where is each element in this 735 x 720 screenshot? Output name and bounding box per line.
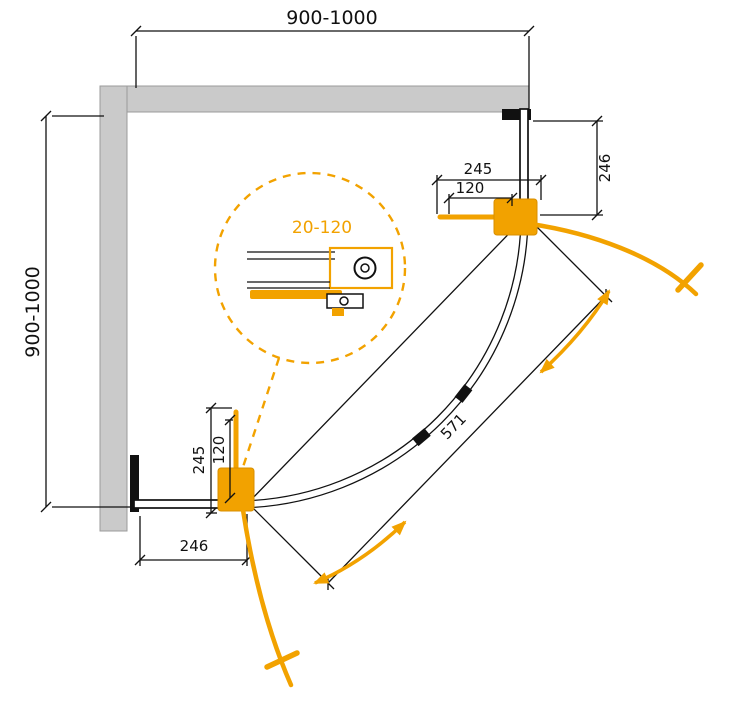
door-roller-clip [454, 384, 473, 403]
dim-line [327, 295, 607, 584]
roller-mechanism-detail [247, 246, 394, 316]
dim-tick [40, 501, 52, 513]
door-swing-paths [240, 221, 704, 688]
double-arrow-lower [313, 520, 407, 585]
dim-top-right: 245 120 [431, 160, 547, 214]
dim-top-width: 900-1000 [130, 7, 535, 110]
wall-top [105, 85, 530, 113]
dim-tick [224, 492, 236, 504]
clamp-screw [339, 296, 349, 306]
top-right-fixed-panel [519, 108, 529, 206]
bottom-left-fixed-panel [133, 499, 222, 509]
dim-label-door-opening: 571 [437, 410, 470, 443]
slide-direction-arrows [313, 289, 611, 585]
dim-door-opening: 571 [247, 215, 613, 590]
detail-label-adjustment: 20-120 [292, 218, 352, 238]
dim-label-tr-246: 246 [596, 154, 614, 183]
dim-label-tr-120: 120 [456, 179, 485, 197]
detail-leader-line [241, 357, 281, 468]
detail-callout: 20-120 [213, 171, 407, 468]
dim-bottom-left: 245 120 [190, 402, 236, 519]
top-right-handle [437, 198, 538, 236]
walls [99, 85, 530, 532]
swing-handle-tick-top-right [675, 262, 704, 293]
dim-label-bl-120: 120 [210, 436, 228, 465]
curved-door-outer-edge [234, 214, 529, 509]
swing-path-bottom-left [240, 507, 294, 688]
extension-line [525, 215, 613, 303]
curved-door-inner-edge [234, 214, 522, 502]
roller-wheel-hub [360, 263, 370, 273]
dim-tick [130, 25, 142, 37]
dim-label-tr-245: 245 [464, 160, 493, 178]
dim-tick [40, 110, 52, 122]
dim-label-left-height: 900-1000 [22, 266, 44, 357]
bottom-left-wall-bracket [130, 455, 139, 512]
dim-label-bl-246: 246 [180, 537, 209, 555]
door-chord-line [247, 215, 527, 504]
dim-left-height: 900-1000 [22, 110, 132, 513]
swing-path-top-right [528, 221, 699, 297]
clamp-block [326, 293, 364, 309]
handle-knob [217, 467, 255, 512]
dim-top-right-side: 246 [533, 115, 614, 221]
roller-wheel [353, 256, 377, 280]
top-right-wall-bracket [502, 109, 531, 120]
wall-left [99, 85, 128, 532]
dim-tick [523, 25, 535, 37]
roller-carrier-outline [328, 246, 394, 290]
dim-label-top-width: 900-1000 [286, 7, 377, 29]
door-roller-clip [412, 428, 431, 447]
double-arrow-upper [539, 289, 611, 374]
dim-bottom-left-width: 246 [134, 514, 253, 566]
detail-circle [213, 171, 407, 365]
dim-label-bl-245: 245 [190, 446, 208, 475]
clamp-foot [332, 308, 344, 316]
adjustment-arm [250, 290, 342, 299]
enclosure-profiles [130, 108, 531, 512]
handle-knob [493, 198, 538, 236]
extension-line [247, 502, 335, 590]
swing-handle-tick-bottom-left [264, 650, 300, 670]
